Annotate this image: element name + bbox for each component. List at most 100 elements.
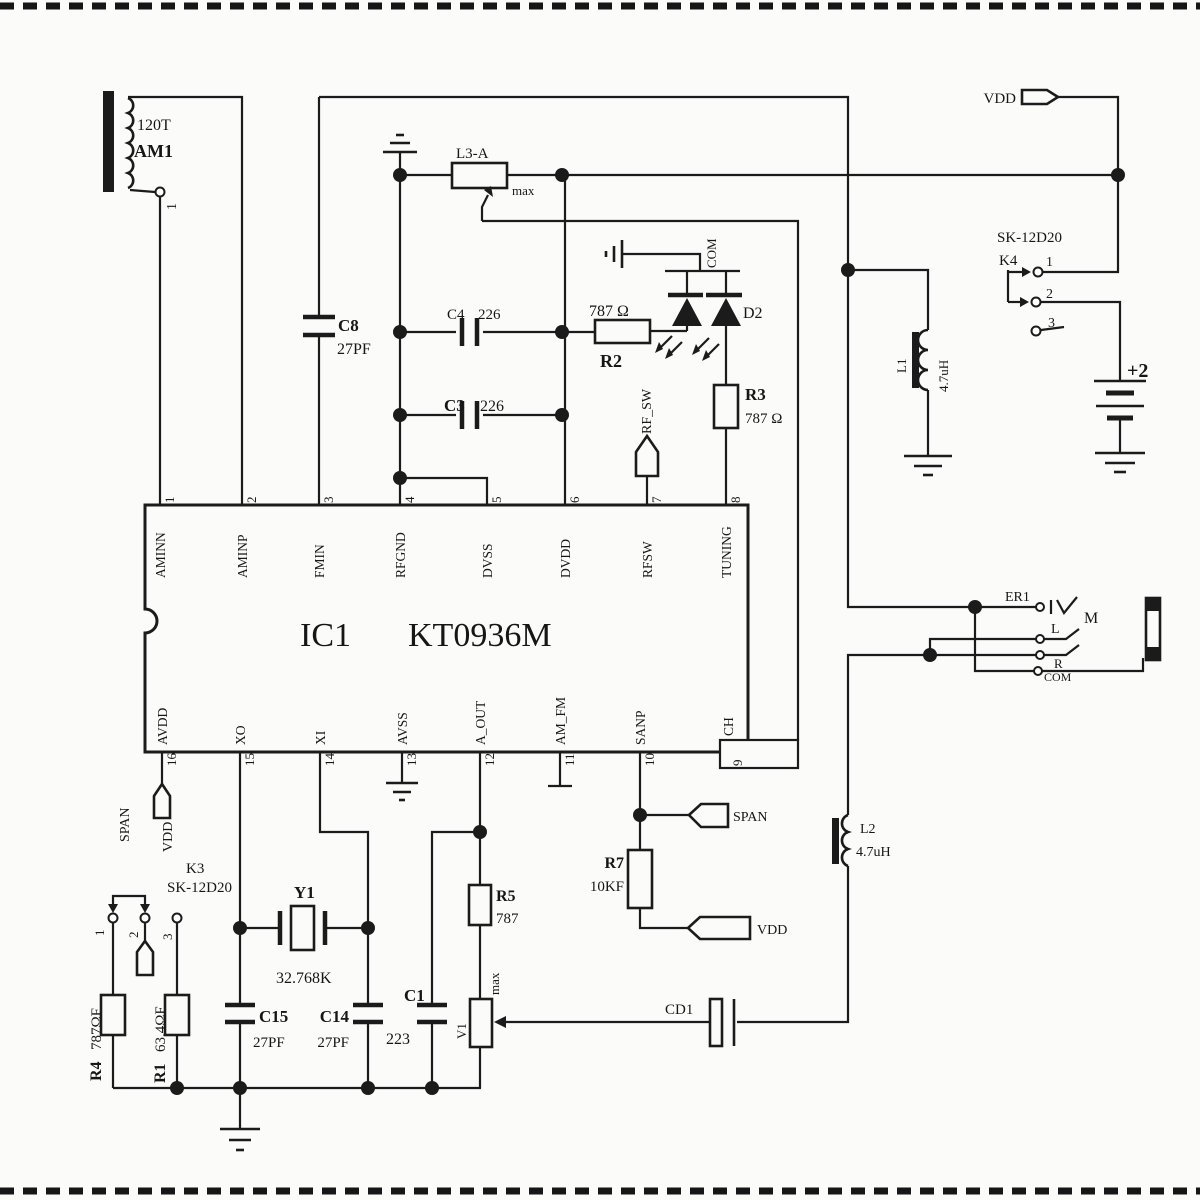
label-l2-ref: L2 <box>860 822 876 837</box>
label-er1-ref: ER1 <box>1005 590 1030 605</box>
earphone-jack-er1 <box>1033 596 1162 676</box>
inductor-l2 <box>832 813 852 868</box>
label-k3-3: 3 <box>160 934 175 941</box>
ic-pin-name-DVSS: DVSS <box>480 543 495 578</box>
label-c3-val: 226 <box>480 398 504 415</box>
label-span-16: SPAN <box>118 807 133 842</box>
resistor-r3 <box>712 383 740 430</box>
capacitor-c4 <box>459 318 480 346</box>
capacitor-c3 <box>459 401 480 429</box>
ic-pin-name-TUNING: TUNING <box>719 526 734 578</box>
jack-terminal-com <box>1033 666 1043 676</box>
ic-pin-name-AMINP: AMINP <box>235 534 250 578</box>
label-rfsw-net: RF_SW <box>640 388 655 434</box>
label-r3-val: 787 Ω <box>745 411 782 427</box>
label-l2-val: 4.7uH <box>856 845 891 860</box>
ic-pin-num-7: 7 <box>649 496 664 503</box>
label-vdd-10: VDD <box>757 923 787 938</box>
label-jack-m: M <box>1084 610 1098 627</box>
resistor-r5 <box>467 883 493 927</box>
label-k3-part: SK-12D20 <box>167 880 232 896</box>
ic-pin-num-16: 16 <box>164 753 179 767</box>
ic-pin-num-6: 6 <box>567 496 582 503</box>
switch-k4 <box>1006 266 1044 337</box>
label-c15-val: 27PF <box>253 1035 285 1051</box>
label-r3-ref: R3 <box>745 385 766 404</box>
ground-battery <box>1095 451 1145 474</box>
junction-dot <box>361 1081 375 1095</box>
label-r2-val: 787 Ω <box>589 303 629 320</box>
ground-l1 <box>904 454 952 477</box>
potentiometer-v1 <box>468 997 506 1049</box>
label-k4-part: SK-12D20 <box>997 230 1062 246</box>
junction-dot <box>393 325 407 339</box>
ic-pin-num-11: 11 <box>562 753 577 766</box>
ground-top <box>383 133 417 154</box>
junction-dot <box>425 1081 439 1095</box>
label-l3a-ref: L3-A <box>456 146 489 162</box>
label-c4-val: 226 <box>478 307 501 323</box>
label-l1-val: 4.7uH <box>936 360 951 392</box>
label-battery: +2 <box>1127 360 1148 382</box>
capacitor-c8 <box>303 314 335 338</box>
ic-pin-name-SANP: SANP <box>633 710 648 745</box>
ic-pin-num-15: 15 <box>242 753 257 766</box>
ground-d2 <box>604 240 624 268</box>
label-c3-ref: C3 <box>444 396 465 415</box>
junction-dot <box>633 808 647 822</box>
ic-pin-labels: 1AMINN2AMINP3FMIN4RFGND5DVSS6DVDD7RFSW8T… <box>153 496 745 766</box>
junction-dot <box>473 825 487 839</box>
label-cd1-ref: CD1 <box>665 1002 693 1018</box>
label-r5-val: 787 <box>496 911 519 927</box>
ic-pin-num-10: 10 <box>642 753 657 766</box>
label-l3a-max: max <box>512 183 535 198</box>
ground-pin13 <box>386 781 418 802</box>
label-k3-2: 2 <box>126 932 141 939</box>
label-v1-ref: V1 <box>454 1023 469 1039</box>
label-c1-val: 223 <box>386 1031 410 1048</box>
junction-dot <box>555 325 569 339</box>
ic-pin-name-RFSW: RFSW <box>640 541 655 578</box>
junction-dot <box>968 600 982 614</box>
ic-pin-num-8: 8 <box>728 497 743 504</box>
label-r1-ref: R1 <box>152 1063 169 1083</box>
capacitor-c14 <box>353 1002 383 1025</box>
ground-bottom <box>220 1127 260 1152</box>
jack-terminal-l <box>1035 634 1045 644</box>
inductor-l1 <box>912 328 929 392</box>
label-k4-2: 2 <box>1046 287 1053 302</box>
battery <box>1094 379 1146 421</box>
ic-pin-num-5: 5 <box>489 497 504 504</box>
resistor-r4 <box>99 993 127 1037</box>
junction-dot <box>1111 168 1125 182</box>
junction-dot <box>393 168 407 182</box>
resistor-r2 <box>593 318 652 345</box>
label-c8-val: 27PF <box>337 341 371 358</box>
ic-pin-name-XI: XI <box>313 730 328 745</box>
transformer-am1 <box>103 91 166 198</box>
rfsw-flag <box>634 433 660 478</box>
label-vdd-16: VDD <box>161 822 176 852</box>
junction-dot <box>361 921 375 935</box>
junction-dot <box>923 648 937 662</box>
ic-pin-name-AVDD: AVDD <box>155 707 170 745</box>
junction-dot <box>233 921 247 935</box>
ic-ref: IC1 <box>300 617 351 654</box>
label-r7-ref: R7 <box>604 855 624 872</box>
ic-pin-name-A_OUT: A_OUT <box>473 700 488 745</box>
ic-pin-num-2: 2 <box>244 497 259 504</box>
ic-pin-name-DVDD: DVDD <box>558 539 573 578</box>
ic-pin-num-3: 3 <box>321 497 336 504</box>
label-r4-ref: R4 <box>88 1061 105 1081</box>
label-c14-val: 27PF <box>317 1035 349 1051</box>
junction-dot <box>555 168 569 182</box>
label-span-10: SPAN <box>733 810 768 825</box>
ic-pin-num-13: 13 <box>404 753 419 766</box>
label-c8-ref: C8 <box>338 316 359 335</box>
junction-dot <box>233 1081 247 1095</box>
label-am1-ref: AM1 <box>134 141 173 161</box>
resistor-r1 <box>163 993 191 1037</box>
